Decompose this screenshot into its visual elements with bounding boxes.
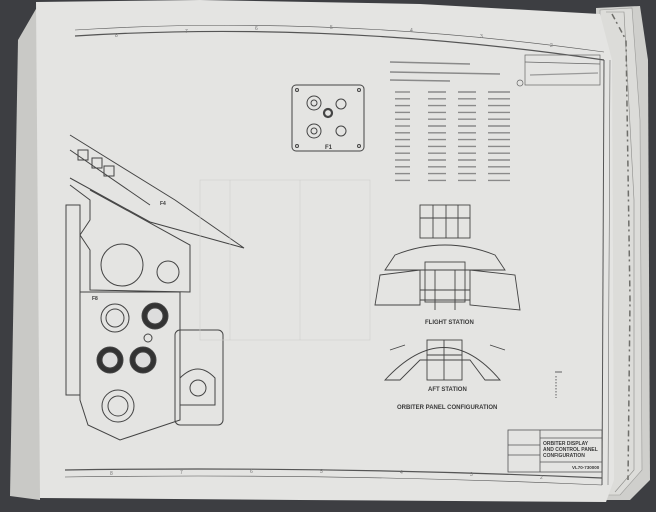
panel-label: F1 (325, 145, 333, 151)
zone-number: 8 (110, 471, 113, 477)
zone-number: 3 (470, 472, 473, 478)
zone-number: 5 (320, 469, 323, 475)
panel-f8: F8 (79, 291, 181, 441)
configuration-label: ORBITER PANEL CONFIGURATION (397, 405, 497, 411)
drawing-number: VL70-730000 (572, 465, 600, 470)
drawing-border (64, 24, 611, 486)
notes-table (389, 61, 510, 182)
faint-guides (199, 179, 371, 341)
zone-number: 2 (540, 475, 543, 481)
zone-number: 7 (185, 29, 188, 35)
zone-number: 3 (480, 34, 483, 40)
panel-f1: F1 (291, 84, 365, 152)
zone-number: 4 (400, 470, 403, 476)
zone-number: 8 (115, 33, 118, 39)
zone-number: 2 (550, 43, 553, 49)
zone-number: 7 (180, 470, 183, 476)
title-block: ORBITER DISPLAY AND CONTROL PANEL CONFIG… (507, 429, 603, 473)
paper-sheet (36, 0, 614, 502)
zone-number: 5 (330, 25, 333, 31)
zone-number: 6 (250, 469, 253, 475)
zone-number: 4 (410, 28, 413, 34)
panel-f4: F4 (69, 134, 245, 249)
flight-station-diagram: FLIGHT STATION (374, 204, 521, 326)
revision-block (516, 54, 601, 87)
panel-label: F8 (92, 296, 98, 302)
legend-column (555, 371, 562, 398)
left-page-edge (10, 2, 40, 500)
aft-station-label: AFT STATION (428, 387, 467, 393)
panel-label: F4 (160, 201, 166, 207)
title-line-3: CONFIGURATION (543, 453, 585, 459)
title-line-1: ORBITER DISPLAY (543, 441, 589, 447)
flight-station-label: FLIGHT STATION (425, 320, 474, 326)
zone-number: 6 (255, 26, 258, 32)
aft-station-diagram: AFT STATION (383, 339, 506, 393)
hand-controller (174, 329, 224, 426)
title-line-2: AND CONTROL PANEL (543, 447, 598, 453)
